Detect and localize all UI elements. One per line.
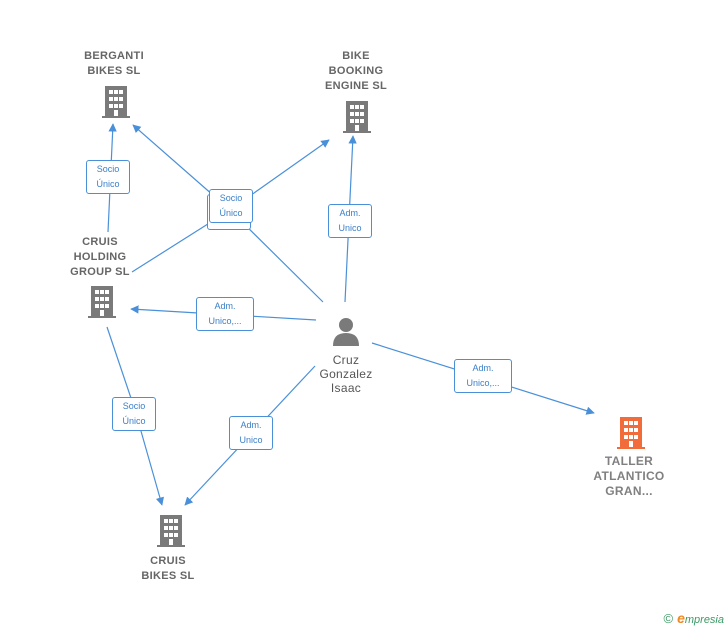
building-icon[interactable] [157,515,185,547]
brand-logo: empresia [677,610,724,626]
node-label-bike-booking[interactable]: BIKE BOOKING ENGINE SL [325,50,387,92]
building-icon[interactable] [617,417,645,449]
edge-label-holding-cruis-bikes: Socio Único [112,397,156,431]
node-label-cruz[interactable]: Cruz Gonzalez Isaac [319,353,373,395]
building-icon[interactable] [88,286,116,318]
node-label-berganti[interactable]: BERGANTI BIKES SL [84,50,144,77]
edge-label-holding-bike-booking: Socio Único [209,189,253,223]
person-icon[interactable] [333,318,359,346]
edge-label-holding-berganti: Socio Único [86,160,130,194]
edge-label-cruz-holding: Adm. Unico,... [196,297,254,331]
edge-label-cruz-bike-booking: Adm. Unico [328,204,372,238]
edge-label-cruz-cruis-bikes: Adm. Unico [229,416,273,450]
node-label-cruis-bikes[interactable]: CRUIS BIKES SL [141,555,195,582]
node-label-cruis-holding[interactable]: CRUIS HOLDING GROUP SL [70,236,130,278]
node-label-taller[interactable]: TALLER ATLANTICO GRAN... [593,454,665,498]
building-icon[interactable] [102,86,130,118]
edge-label-cruz-taller: Adm. Unico,... [454,359,512,393]
footer-brand: © empresia [663,610,724,626]
copyright-symbol: © [663,610,674,626]
building-icon[interactable] [343,101,371,133]
